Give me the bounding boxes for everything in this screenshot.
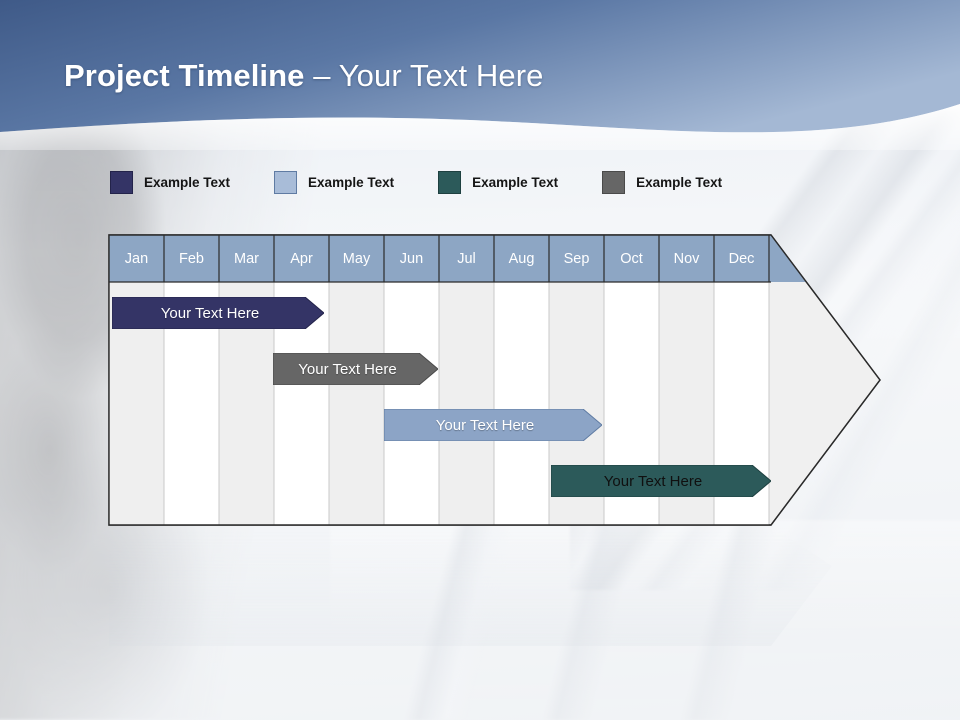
legend-item-label: Example Text [144,174,231,190]
month-cell-apr[interactable]: Apr [290,250,313,267]
page-title-bold: Project Timeline [64,58,305,93]
page-title-rest: – Your Text Here [304,58,544,93]
month-header-fill [109,235,806,282]
task-bar-label: Your Text Here [435,416,535,434]
task-bars: Your Text Here Your Text Here Your Text … [108,234,883,526]
legend-swatch-icon [274,170,298,194]
legend-item-label: Example Text [636,174,723,190]
task-bar-4[interactable]: Your Text Here [551,465,771,497]
month-cell-may[interactable]: May [342,250,371,267]
legend-item-4[interactable]: Example Text [602,170,723,194]
legend-item-3[interactable]: Example Text [438,170,559,194]
legend-item-label: Example Text [308,174,395,190]
task-bar-label: Your Text Here [298,360,397,378]
month-header-dividers [163,235,770,282]
task-bar-label: Your Text Here [160,304,260,322]
month-cell-oct[interactable]: Oct [620,250,643,267]
month-cell-jan[interactable]: Jan [124,250,149,267]
month-cell-jul[interactable]: Jul [457,250,476,267]
month-cell-mar[interactable]: Mar [234,250,259,267]
month-cell-feb[interactable]: Feb [179,250,204,267]
legend-item-1[interactable]: Example Text [110,170,231,194]
page-title: Project Timeline – Your Text Here [64,58,543,94]
column-gridlines [163,282,770,525]
task-bar-1[interactable]: Your Text Here [112,297,324,329]
month-cell-dec[interactable]: Dec [728,250,755,267]
header-banner: Project Timeline – Your Text Here [0,0,960,150]
gantt-chart: Jan Feb Mar Apr May Jun Jul Aug Sep Oct … [108,234,883,526]
legend-item-2[interactable]: Example Text [274,170,395,194]
task-bar-2[interactable]: Your Text Here [273,353,438,385]
legend-item-label: Example Text [472,174,559,190]
month-cell-sep[interactable]: Sep [563,250,590,267]
legend-swatch-icon [602,170,626,194]
month-cell-nov[interactable]: Nov [673,250,700,267]
task-bar-3[interactable]: Your Text Here [384,409,602,441]
month-header-row: Jan Feb Mar Apr May Jun Jul Aug Sep Oct … [109,235,769,282]
month-cell-jun[interactable]: Jun [399,250,424,267]
legend-swatch-icon [438,170,462,194]
legend: Example Text Example Text Example Text E… [110,168,766,196]
month-cell-aug[interactable]: Aug [508,250,535,267]
task-bar-label: Your Text Here [603,472,703,490]
legend-swatch-icon [110,170,133,194]
